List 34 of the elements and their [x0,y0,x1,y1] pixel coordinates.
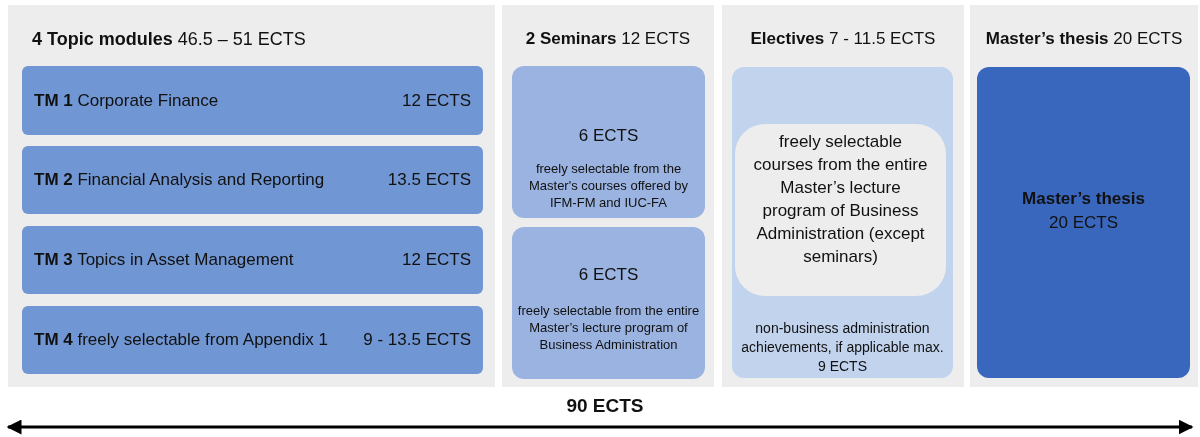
module-title: TM 1 Corporate Finance [34,90,219,111]
module-box [22,66,483,135]
credit-points: 9 - 13.5 ECTS [363,330,471,350]
course-description: freely selectable from the Master's courses offered by IFM-FM and IUC-FA [527,160,689,211]
module-title: TM 3 Topics in Asset Management [34,250,294,270]
module-title: TM 4 freely selectable from Appendix 1 [34,330,328,350]
course-description: freely selectable from the entire Master’s lecture program of Business Administration [516,302,701,353]
module-box [22,306,483,374]
total-credits: 90 ECTS [565,395,645,417]
course-description: freely selectable courses from the entire Master’s lecture program of Business Administration (except seminars) [752,131,929,268]
section-heading: Electives 7 - 11.5 ECTS [749,29,937,49]
module-box [22,146,483,214]
section-heading: Master’s thesis 20 ECTS [984,29,1184,49]
module-title: TM 2 Financial Analysis and Reporting [34,170,325,190]
credit-points: 20 ECTS [1048,213,1119,233]
panel-background [722,5,964,387]
panel-background [502,5,714,387]
credit-points: 12 ECTS [402,90,471,111]
section-heading: 4 Topic modules 46.5 – 51 ECTS [32,29,306,50]
thesis-box [977,67,1190,378]
course-description: non-business administration achievements, if applicable max. 9 ECTS [740,319,945,376]
course-box [735,124,946,296]
credit-points: 6 ECTS [577,126,640,146]
credit-points: 6 ECTS [577,265,640,285]
credit-points: 12 ECTS [402,250,471,270]
panel-background [970,5,1198,387]
thesis-title: Master’s thesis [1021,189,1146,209]
credit-points: 13.5 ECTS [387,170,471,190]
seminar-box [512,227,705,379]
section-heading: 2 Seminars 12 ECTS [524,29,692,49]
electives-box [732,67,953,378]
seminar-box [512,66,705,218]
module-box [22,226,483,294]
panel-background [8,5,495,387]
